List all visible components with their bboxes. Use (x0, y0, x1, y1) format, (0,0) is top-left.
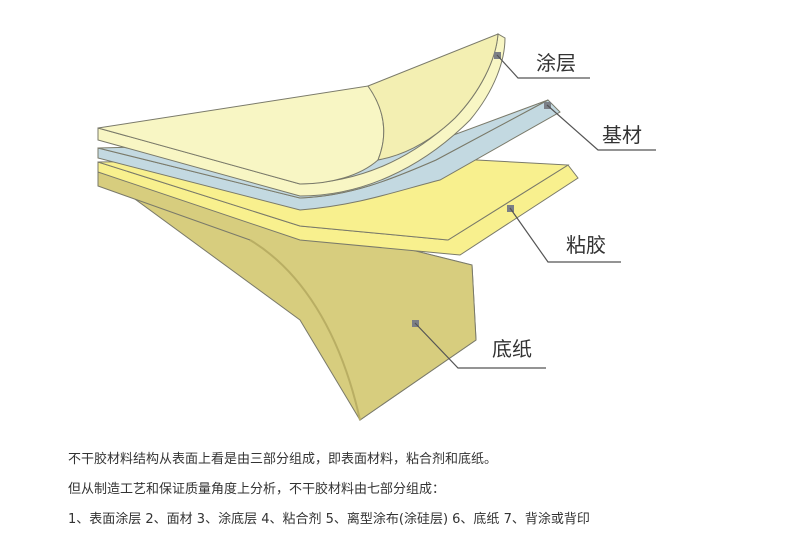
leader-substrate (544, 102, 656, 151)
label-backing-paper: 底纸 (492, 337, 532, 361)
leader-backing-paper (412, 320, 546, 369)
coating-layer (97, 33, 506, 197)
description-line-1: 不干胶材料结构从表面上看是由三部分组成，即表面材料，粘合剂和底纸。 (68, 452, 498, 467)
label-material-structure-diagram: 涂层 基材 粘胶 底纸 (97, 33, 656, 421)
description-line-2: 但从制造工艺和保证质量角度上分析，不干胶材料由七部分组成： (68, 482, 446, 497)
description-line-3: 1、表面涂层 2、面材 3、涂底层 4、粘合剂 5、离型涂布(涂硅层) 6、底纸… (68, 512, 590, 527)
label-adhesive: 粘胶 (566, 233, 606, 257)
leader-coating (494, 52, 590, 79)
label-coating: 涂层 (536, 51, 576, 75)
label-substrate: 基材 (602, 123, 642, 147)
leader-adhesive (507, 205, 621, 263)
